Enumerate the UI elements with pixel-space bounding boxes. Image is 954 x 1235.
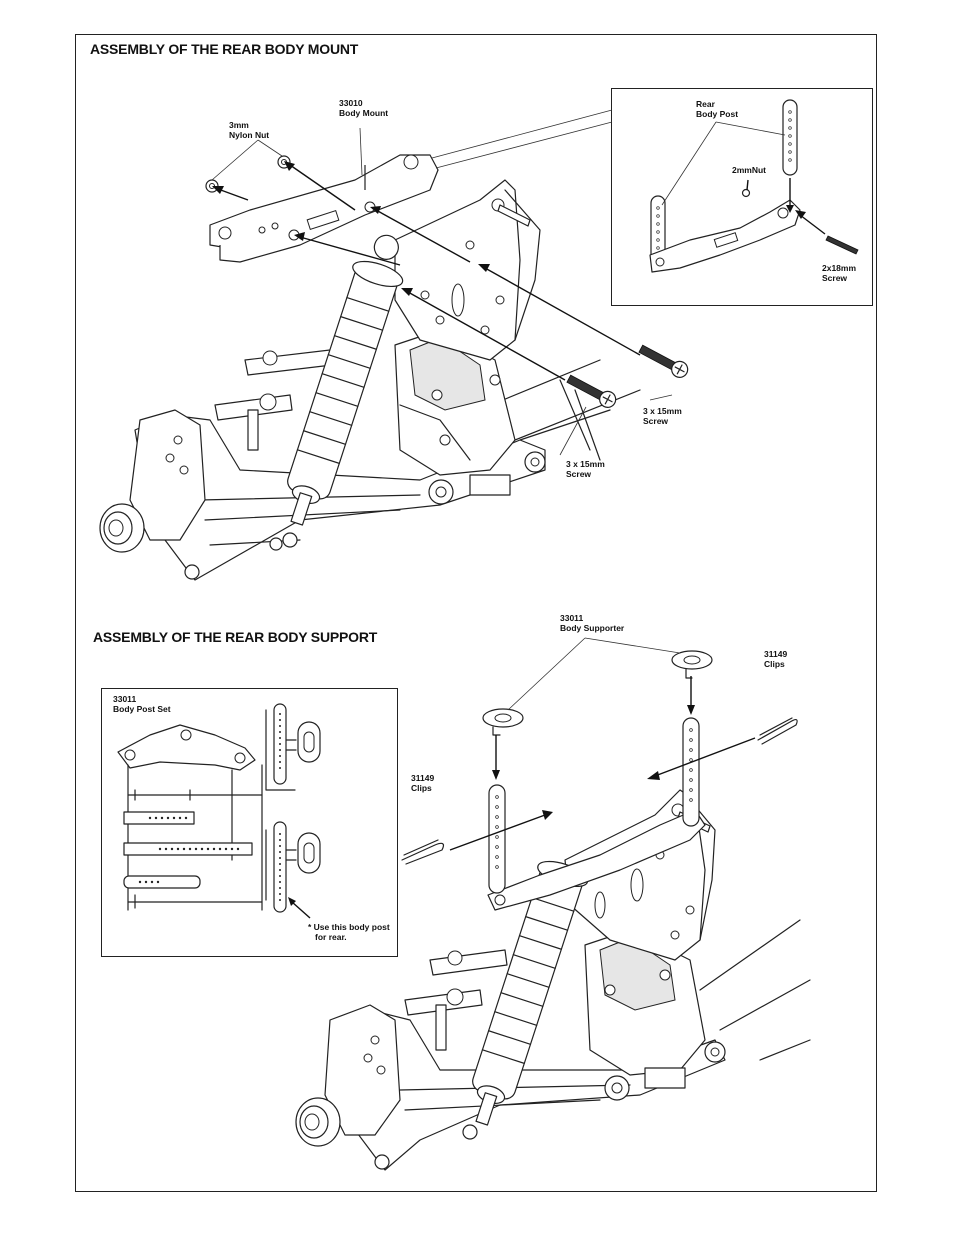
screws-3x15 [566, 344, 689, 408]
page-frame [75, 34, 877, 1192]
nylon-nut-label: 3mm Nylon Nut [229, 120, 270, 140]
screw-2x18-label: 2x18mm Screw [822, 263, 857, 283]
body-posts-installed [488, 717, 700, 894]
body-supporter-label: 33011 Body Supporter [560, 613, 625, 633]
clips [401, 717, 798, 865]
screw-label-2: 3 x 15mm Screw [566, 459, 605, 479]
body-mount-part [209, 154, 439, 263]
clips-label-right: 31149 Clips [764, 649, 788, 669]
mount-arrows [212, 161, 641, 381]
rear-chassis-assembly-bottom [295, 789, 811, 1171]
nut-2mm-label: 2mmNut [732, 165, 767, 175]
body-post-set-detail [117, 703, 321, 919]
mount-section-title: ASSEMBLY OF THE REAR BODY MOUNT [90, 41, 359, 57]
rear-body-post-detail [649, 99, 859, 273]
screw-label-1: 3 x 15mm Screw [643, 406, 682, 426]
body-supporters [482, 650, 713, 736]
rear-chassis-assembly-top [99, 179, 641, 581]
body-mount-label: 33010 Body Mount [339, 98, 389, 118]
body-post-set-label: 33011 Body Post Set [113, 694, 171, 714]
rear-body-post-label: Rear Body Post [696, 99, 739, 119]
support-section-title: ASSEMBLY OF THE REAR BODY SUPPORT [93, 629, 378, 645]
clips-label-left: 31149 Clips [411, 773, 435, 793]
rear-post-note: * Use this body post for rear. [308, 922, 390, 942]
support-arrows [449, 676, 756, 851]
